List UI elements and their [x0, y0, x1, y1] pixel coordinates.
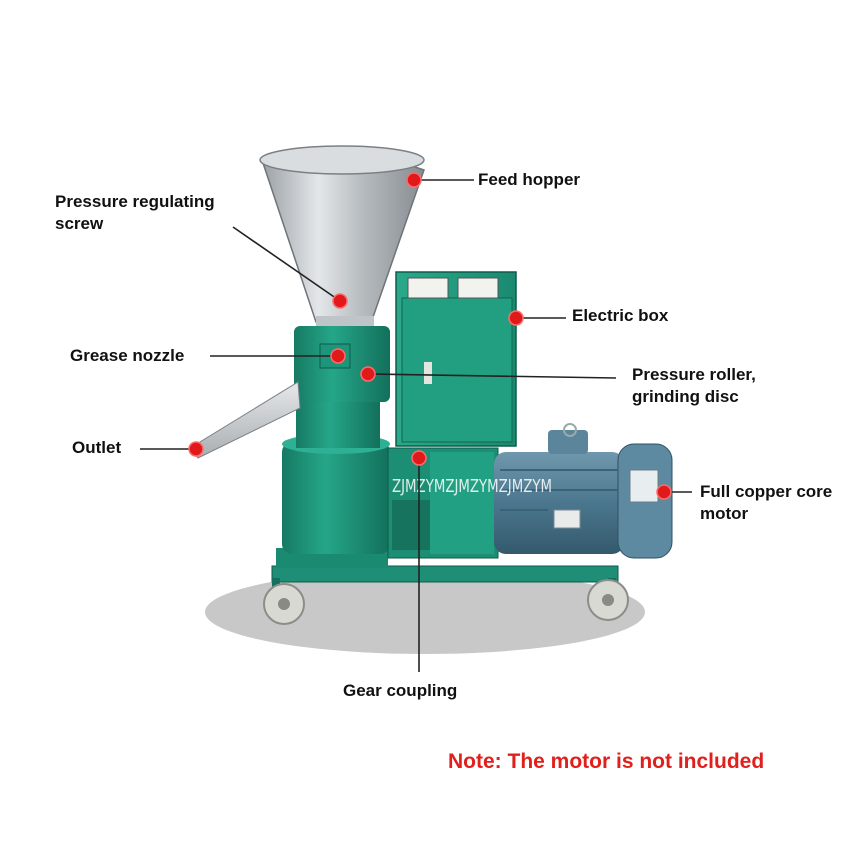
motor — [494, 423, 673, 559]
markers — [188, 172, 672, 500]
label-motor: Full copper core motor — [700, 481, 832, 525]
label-feed-hopper: Feed hopper — [478, 170, 581, 189]
label-gear-coupling: Gear coupling — [343, 681, 458, 700]
label-pressure-roller-line1: Pressure roller, — [632, 365, 756, 384]
wheel-left — [263, 583, 305, 625]
motor-plate-text: ZJMZYMZJMZYMZJMZYM — [392, 476, 552, 497]
floor-shadow — [205, 570, 645, 654]
leader-lines — [140, 179, 692, 672]
label-pressure-regulating-screw: Pressure regulating screw — [55, 191, 215, 235]
marker-motor — [656, 484, 672, 500]
marker-feed-hopper — [406, 172, 422, 188]
outlet-chute — [189, 381, 301, 459]
wheel-right — [587, 579, 629, 621]
note-motor-not-included: Note: The motor is not included — [448, 750, 765, 773]
label-motor-line2: motor — [700, 504, 749, 523]
gear-housing — [387, 447, 499, 559]
marker-grease-nozzle — [330, 348, 346, 364]
hopper — [259, 145, 425, 328]
label-pressure-regulating-screw-line1: Pressure regulating — [55, 192, 215, 211]
die-housing — [294, 326, 390, 402]
marker-pressure-screw — [332, 293, 348, 309]
label-outlet: Outlet — [72, 438, 122, 457]
label-motor-line1: Full copper core — [700, 482, 833, 501]
lower-housing — [282, 398, 390, 554]
label-pressure-roller-line2: grinding disc — [632, 387, 739, 406]
marker-outlet — [188, 441, 204, 457]
label-pressure-regulating-screw-line2: screw — [55, 214, 104, 233]
label-pressure-roller: Pressure roller, grinding disc — [632, 364, 756, 408]
marker-gear-coupling — [411, 450, 427, 466]
marker-electric-box — [508, 310, 524, 326]
marker-pressure-roller — [360, 366, 376, 382]
label-electric-box: Electric box — [572, 306, 669, 325]
label-grease-nozzle: Grease nozzle — [70, 346, 185, 365]
electric-box-body — [395, 271, 517, 447]
